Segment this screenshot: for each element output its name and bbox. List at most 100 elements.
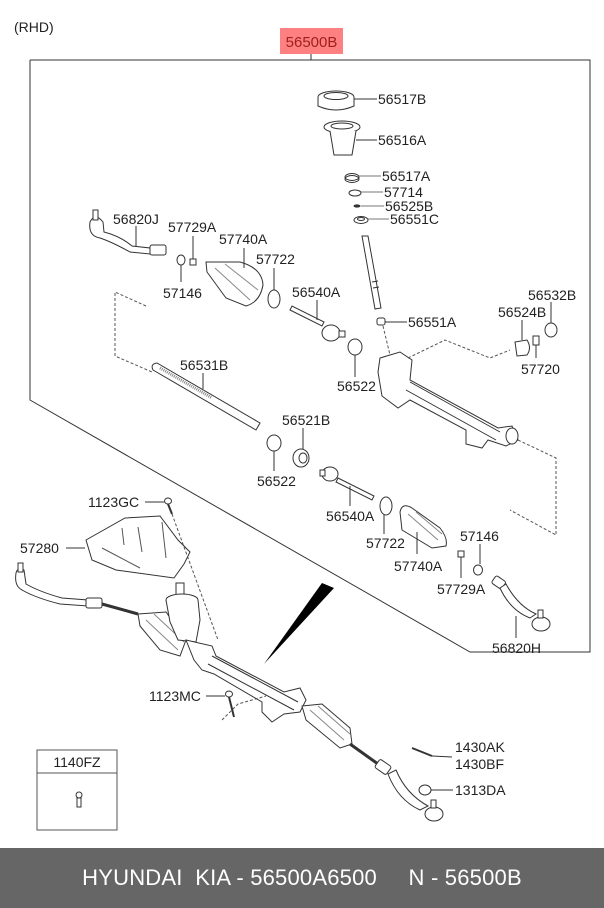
- part-56540A-lower[interactable]: 56540A: [319, 466, 375, 524]
- part-57729A-right[interactable]: 57729A: [437, 550, 486, 597]
- inset-box-1140FZ[interactable]: 1140FZ: [36, 749, 118, 831]
- part-label: 56524B: [498, 304, 546, 320]
- bracket-rib-line: [121, 527, 125, 546]
- part-label: 1430AK: [455, 739, 505, 755]
- part-label: 57740A: [394, 558, 443, 574]
- part-1430AK-1430BF[interactable]: 1430AK 1430BF: [411, 739, 505, 772]
- part-label: 1123GC: [88, 494, 139, 510]
- clip-icon: [457, 550, 465, 558]
- part-56551A[interactable]: 56551A: [376, 314, 457, 330]
- oring-icon: [266, 434, 282, 452]
- screw-shank-shape: [76, 797, 82, 808]
- tie-rod-thread-shape: [149, 244, 167, 256]
- bolt-icon: [225, 690, 233, 698]
- tie-rod-arm-shape: [499, 583, 538, 619]
- cap-inner-shape: [323, 92, 349, 100]
- assembly-part-number[interactable]: 56500B: [280, 28, 343, 54]
- right-boot-shape: [301, 703, 353, 749]
- assembled-steering-gear: [15, 562, 444, 822]
- boot-fold-line: [145, 619, 179, 651]
- part-1123MC[interactable]: 1123MC: [149, 688, 235, 718]
- yoke-icon: [514, 339, 530, 357]
- guide-line-dashed: [171, 513, 219, 641]
- bushing-icon: [376, 317, 386, 326]
- ball-joint-shape: [531, 616, 551, 632]
- part-1313DA[interactable]: 1313DA: [418, 782, 506, 798]
- boot-icon: [205, 261, 264, 307]
- part-label: 57722: [366, 535, 405, 551]
- part-57722-right[interactable]: 57722: [366, 496, 405, 551]
- clamp-icon: [379, 496, 393, 516]
- rod-tip-shape: [319, 469, 326, 477]
- part-57146-left[interactable]: 57146: [163, 254, 202, 301]
- bushing-inner-shape: [298, 452, 308, 464]
- part-56522-lower[interactable]: 56522: [257, 434, 296, 489]
- right-tie-rod-shaft: [349, 742, 379, 766]
- part-56820J[interactable]: 56820J: [89, 209, 167, 256]
- left-adjuster-shape: [85, 597, 103, 609]
- boot-fold-line: [415, 511, 443, 535]
- cotter-pin-icon: [411, 747, 433, 757]
- part-56521B[interactable]: 56521B: [282, 412, 330, 468]
- part-label: 57720: [521, 361, 560, 377]
- cap-icon: [544, 322, 558, 338]
- part-57740A-right[interactable]: 57740A: [394, 505, 447, 574]
- part-label: 57740A: [219, 231, 268, 247]
- part-56551C[interactable]: 56551C: [353, 211, 439, 227]
- part-label: 1430BF: [455, 756, 504, 772]
- boot-fold-line: [214, 267, 251, 301]
- part-57146-right[interactable]: 57146: [460, 528, 499, 576]
- footer-bar: HYUNDAI KIA - 56500A6500 N - 56500B: [0, 848, 604, 908]
- nut-icon: [473, 564, 483, 576]
- part-label: 57146: [163, 285, 202, 301]
- assembly-label: 56500B: [286, 34, 338, 51]
- part-label: 56522: [257, 473, 296, 489]
- part-label: 56521B: [282, 412, 330, 428]
- part-56532B[interactable]: 56532B: [528, 287, 576, 338]
- clamp-icon: [267, 289, 281, 309]
- part-label: 56820H: [492, 640, 541, 656]
- inset-frame: [36, 749, 118, 831]
- part-label: 56517A: [382, 168, 431, 184]
- part-57720[interactable]: 57720: [521, 335, 560, 377]
- part-57740A-left[interactable]: 57740A: [205, 231, 268, 307]
- housing-tube-line: [207, 663, 295, 711]
- left-boot-shape: [137, 611, 187, 657]
- rod-tip-shape: [338, 330, 346, 338]
- bolt-shank-shape: [228, 696, 235, 718]
- part-56524B[interactable]: 56524B: [498, 304, 546, 357]
- part-57714[interactable]: 57714: [348, 184, 423, 200]
- cap-body-shape: [317, 97, 355, 111]
- part-57280[interactable]: 57280: [20, 515, 191, 579]
- spring-icon: [353, 204, 361, 208]
- part-56531B[interactable]: 56531B: [151, 357, 261, 431]
- leader-line: [431, 755, 453, 758]
- part-56516A[interactable]: 56516A: [323, 120, 427, 156]
- part-1123GC[interactable]: 1123GC: [88, 494, 173, 515]
- part-label: 56522: [337, 378, 376, 394]
- inset-label: 1140FZ: [53, 754, 101, 770]
- part-label: 56820J: [113, 211, 159, 227]
- housing-tube-line: [405, 389, 497, 441]
- part-56517B[interactable]: 56517B: [317, 90, 426, 111]
- part-label: 57714: [384, 184, 423, 200]
- part-56820H[interactable]: 56820H: [491, 575, 551, 656]
- housing-tube-line: [211, 655, 299, 703]
- part-56525B[interactable]: 56525B: [353, 198, 434, 214]
- left-ball-stud-shape: [17, 562, 24, 573]
- part-label: 56551C: [390, 211, 439, 227]
- boot-fold-line: [309, 709, 345, 741]
- part-label: 56540A: [326, 508, 375, 524]
- part-56540A-upper[interactable]: 56540A: [289, 284, 346, 342]
- part-56517A[interactable]: 56517A: [344, 168, 431, 184]
- rack-teeth-shape: [159, 366, 213, 400]
- right-ball-stud-shape: [430, 799, 437, 809]
- part-57722-left[interactable]: 57722: [256, 251, 295, 309]
- part-56522-upper[interactable]: 56522: [337, 338, 376, 394]
- housing-body-shape: [329, 130, 357, 156]
- part-label: 1313DA: [455, 782, 506, 798]
- part-57729A-left[interactable]: 57729A: [168, 219, 217, 266]
- right-tie-rod-arm-shape: [387, 769, 430, 811]
- part-label: 56517B: [378, 91, 426, 107]
- guide-line-dashed: [114, 291, 153, 373]
